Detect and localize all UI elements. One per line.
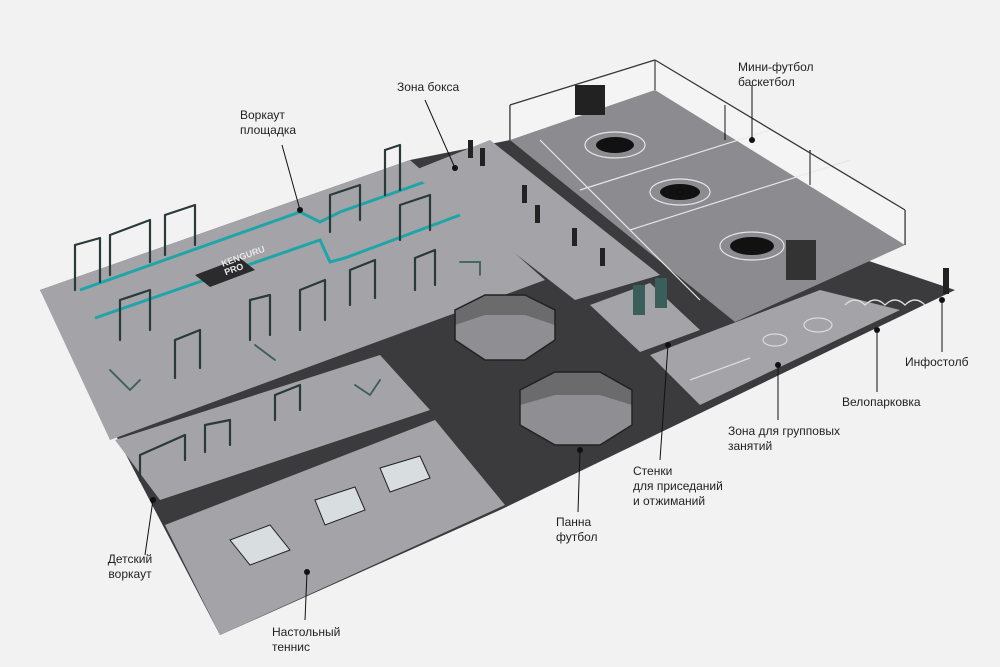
squat-walls bbox=[633, 278, 667, 315]
label-tennis: Настольный теннис bbox=[272, 625, 341, 654]
logo-plate bbox=[195, 258, 255, 287]
label-bikepark: Велопарковка bbox=[842, 395, 921, 409]
group-zone bbox=[650, 290, 900, 405]
label-walls: Стенки для приседаний и отжиманий bbox=[633, 464, 723, 508]
label-minifootball: Мини-футбол баскетбол bbox=[738, 60, 814, 89]
leader-lines bbox=[144, 85, 945, 621]
kids-zone bbox=[115, 355, 430, 500]
tennis-tables bbox=[229, 455, 431, 566]
label-panna: Панна футбол bbox=[556, 515, 598, 544]
info-post bbox=[943, 268, 949, 294]
workout-equipment bbox=[73, 143, 481, 392]
panna-cage-2 bbox=[519, 371, 633, 446]
court-markings bbox=[539, 129, 851, 301]
goal-top bbox=[575, 85, 605, 115]
kids-equipment bbox=[138, 379, 381, 482]
panna-cage-1 bbox=[454, 294, 556, 361]
court-fence bbox=[509, 59, 906, 245]
label-infopost: Инфостолб bbox=[905, 355, 969, 369]
boxing-bags bbox=[468, 140, 605, 266]
label-group: Зона для групповых занятий bbox=[728, 424, 840, 453]
court-circles bbox=[596, 137, 774, 255]
label-kids: Детский воркаут bbox=[107, 552, 153, 581]
label-boxing: Зона бокса bbox=[397, 80, 460, 94]
goal-right bbox=[786, 240, 816, 280]
label-workout: Воркаут площадка bbox=[240, 108, 297, 137]
group-markings bbox=[689, 317, 833, 381]
bike-rack bbox=[844, 299, 926, 306]
workout-teal-path bbox=[79, 178, 431, 292]
walls-zone bbox=[590, 283, 700, 352]
court-net bbox=[510, 60, 905, 245]
